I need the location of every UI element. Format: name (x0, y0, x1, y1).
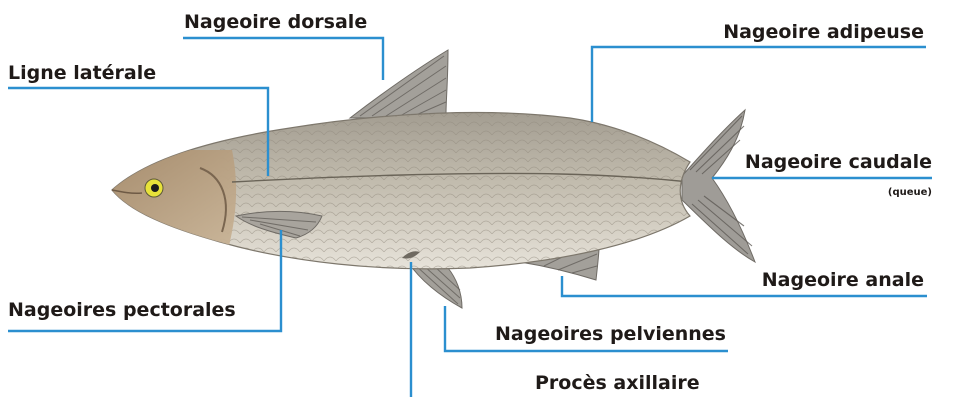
dorsal-fin (350, 50, 448, 118)
label-lateral-line: Ligne latérale (8, 62, 156, 84)
label-anal-fin: Nageoire anale (762, 269, 924, 291)
label-axillary-process: Procès axillaire (535, 372, 700, 394)
label-caudal-fin-sub: (queue) (888, 187, 932, 198)
leader-adipose (592, 47, 926, 122)
label-caudal-fin: Nageoire caudale (745, 151, 932, 173)
label-pectoral-fins: Nageoires pectorales (8, 299, 236, 321)
leader-dorsal (183, 38, 383, 80)
caudal-fin (682, 110, 755, 262)
label-adipose-fin: Nageoire adipeuse (723, 21, 924, 43)
label-dorsal-fin: Nageoire dorsale (184, 11, 367, 33)
label-pelvic-fins: Nageoires pelviennes (495, 323, 726, 345)
eye (145, 179, 163, 197)
fish-head (100, 150, 236, 250)
